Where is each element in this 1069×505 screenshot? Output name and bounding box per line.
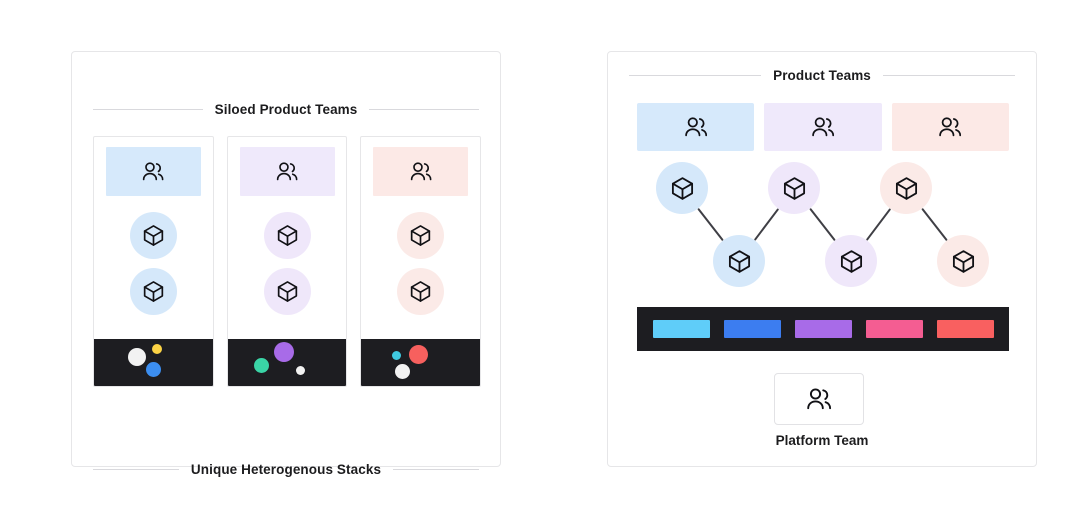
service-node-2-0[interactable]	[397, 212, 445, 259]
people-icon	[408, 161, 434, 182]
stack-panel-0	[94, 339, 213, 386]
heading-rule-right	[369, 109, 479, 110]
cube-icon	[276, 224, 299, 247]
stack-dot-2-1	[409, 345, 429, 364]
siloed-teams-panel: Siloed Product Teams Unique Heterogenous…	[71, 51, 501, 477]
swatch-cyan	[652, 320, 710, 338]
cube-icon	[782, 176, 807, 201]
heading-rule-left	[629, 75, 762, 76]
service-node-1-1[interactable]	[263, 268, 311, 315]
people-icon	[936, 116, 964, 138]
team-card-blue[interactable]	[93, 136, 214, 387]
network-node-top-pink[interactable]	[880, 162, 932, 214]
people-icon	[682, 116, 710, 138]
cube-icon	[409, 280, 432, 303]
service-node-0-0[interactable]	[129, 212, 177, 259]
platform-team-card	[774, 373, 864, 425]
product-team-boxes	[637, 103, 1009, 151]
cube-icon	[839, 249, 864, 274]
product-teams-heading: Product Teams	[608, 68, 1036, 83]
network-node-bottom-pink[interactable]	[937, 235, 989, 287]
service-node-1-0[interactable]	[263, 212, 311, 259]
cube-icon	[951, 249, 976, 274]
cube-icon	[142, 224, 165, 247]
stack-dot-0-2	[146, 362, 161, 377]
people-icon	[804, 387, 834, 411]
team-card-purple[interactable]	[226, 136, 348, 387]
team-header-0	[105, 147, 201, 196]
network-node-bottom-purple[interactable]	[825, 235, 877, 287]
stack-dot-1-0	[273, 342, 294, 362]
stack-dot-1-2	[295, 366, 305, 375]
edge-bottom-purple-to-top-pink	[866, 208, 891, 241]
shared-platform-stack	[637, 307, 1009, 351]
stack-dot-2-0	[392, 351, 402, 360]
product-teams-heading-text: Product Teams	[773, 68, 871, 83]
network-edges	[697, 208, 948, 241]
network-node-top-purple[interactable]	[768, 162, 820, 214]
platform-model-panel: Product Teams Platform Team	[607, 51, 1037, 467]
siloed-teams-heading: Siloed Product Teams	[72, 102, 500, 117]
swatch-pink	[865, 320, 923, 338]
edge-top-purple-to-bottom-purple	[809, 208, 836, 241]
platform-team-label: Platform Team	[775, 433, 869, 448]
network-node-bottom-blue[interactable]	[713, 235, 765, 287]
edge-bottom-blue-to-top-purple	[754, 208, 779, 241]
people-icon	[274, 161, 300, 182]
service-node-2-1[interactable]	[397, 268, 445, 315]
siloed-teams-heading-text: Siloed Product Teams	[214, 102, 358, 117]
unique-stacks-heading-text: Unique Heterogenous Stacks	[190, 462, 382, 477]
team-card-pink[interactable]	[360, 136, 482, 387]
team-header-1	[239, 147, 335, 196]
team-header-2	[373, 147, 469, 196]
unique-stacks-heading: Unique Heterogenous Stacks	[72, 462, 500, 477]
product-team-pink[interactable]	[891, 103, 1009, 151]
service-network	[637, 162, 1009, 287]
cube-icon	[727, 249, 752, 274]
edge-top-blue-to-bottom-blue	[697, 208, 724, 241]
cube-icon	[142, 280, 165, 303]
cube-icon	[894, 176, 919, 201]
product-team-purple[interactable]	[764, 103, 882, 151]
people-icon	[809, 116, 837, 138]
stack-panel-1	[227, 339, 347, 386]
stack-dot-1-1	[253, 358, 269, 373]
cube-icon	[670, 176, 695, 201]
product-team-blue[interactable]	[637, 103, 755, 151]
heading-rule-left	[93, 469, 179, 470]
cube-icon	[409, 224, 432, 247]
heading-rule-right	[393, 469, 479, 470]
cube-icon	[276, 280, 299, 303]
heading-rule-right	[882, 75, 1016, 76]
network-node-top-blue[interactable]	[656, 162, 708, 214]
service-node-0-1[interactable]	[129, 268, 177, 315]
stack-dot-2-2	[395, 364, 411, 379]
swatch-blue	[723, 320, 781, 338]
swatch-purple	[794, 320, 852, 338]
stack-panel-2	[361, 339, 481, 386]
stack-dot-0-0	[128, 348, 146, 366]
siloed-team-cards	[93, 136, 482, 387]
stack-dot-0-1	[152, 344, 162, 354]
heading-rule-left	[93, 109, 203, 110]
edge-top-pink-to-bottom-pink	[921, 208, 948, 241]
swatch-red	[936, 320, 994, 338]
people-icon	[140, 161, 166, 182]
